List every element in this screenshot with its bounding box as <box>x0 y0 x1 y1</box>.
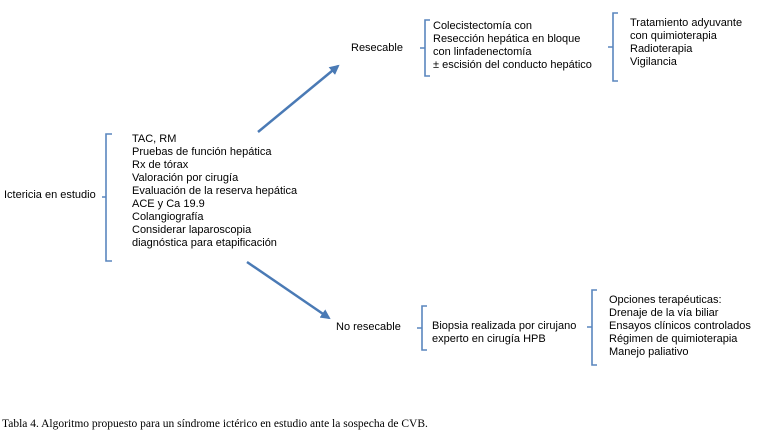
resecable-label: Resecable <box>351 42 403 54</box>
biopsy-item: experto en cirugía HPB <box>432 333 546 345</box>
followup-list: Tratamiento adyuvante con quimioterapia … <box>630 17 742 69</box>
bracket-surgery <box>420 19 430 77</box>
options-item: Opciones terapéuticas: <box>609 294 722 306</box>
workup-item: Considerar laparoscopia <box>132 224 252 236</box>
followup-item: con quimioterapia <box>630 30 717 42</box>
surgery-item: Resección hepática en bloque <box>433 33 581 45</box>
options-item: Drenaje de la vía biliar <box>609 307 719 319</box>
surgery-item: Colecistectomía con <box>433 20 533 32</box>
workup-item: Colangiografía <box>132 211 204 223</box>
bracket-options <box>587 289 597 366</box>
biopsy-list: Biopsia realizada por cirujano experto e… <box>432 320 576 346</box>
options-item: Manejo paliativo <box>609 346 689 358</box>
workup-item: ACE y Ca 19.9 <box>132 198 205 210</box>
workup-item: Rx de tórax <box>132 159 189 171</box>
surgery-list: Colecistectomía con Resección hepática e… <box>433 20 592 72</box>
followup-item: Radioterapia <box>630 43 693 55</box>
followup-item: Tratamiento adyuvante <box>630 17 743 29</box>
biopsy-item: Biopsia realizada por cirujano <box>432 320 577 332</box>
surgery-item: ± escisión del conducto hepático <box>433 59 592 71</box>
workup-list: TAC, RM Pruebas de función hepática Rx d… <box>132 133 297 250</box>
bracket-biopsy <box>417 305 427 351</box>
workup-item: Pruebas de función hepática <box>132 146 272 158</box>
options-list: Opciones terapéuticas: Drenaje de la vía… <box>609 294 751 359</box>
workup-item: Evaluación de la reserva hepática <box>132 185 298 197</box>
bracket-followup <box>608 12 618 82</box>
bracket-workup <box>102 133 112 262</box>
arrow-to-resecable <box>257 64 340 133</box>
workup-item: diagnóstica para etapificación <box>132 237 277 249</box>
figure-caption: Tabla 4. Algoritmo propuesto para un sín… <box>2 418 428 430</box>
arrow-to-no-resecable <box>246 260 331 320</box>
workup-item: TAC, RM <box>132 133 177 145</box>
options-item: Régimen de quimioterapia <box>609 333 738 345</box>
root-node: Ictericia en estudio <box>4 189 96 201</box>
no-resecable-label: No resecable <box>336 321 401 333</box>
workup-item: Valoración por cirugía <box>132 172 239 184</box>
surgery-item: con linfadenectomía <box>433 46 532 58</box>
followup-item: Vigilancia <box>630 56 677 68</box>
options-item: Ensayos clínicos controlados <box>609 320 751 332</box>
